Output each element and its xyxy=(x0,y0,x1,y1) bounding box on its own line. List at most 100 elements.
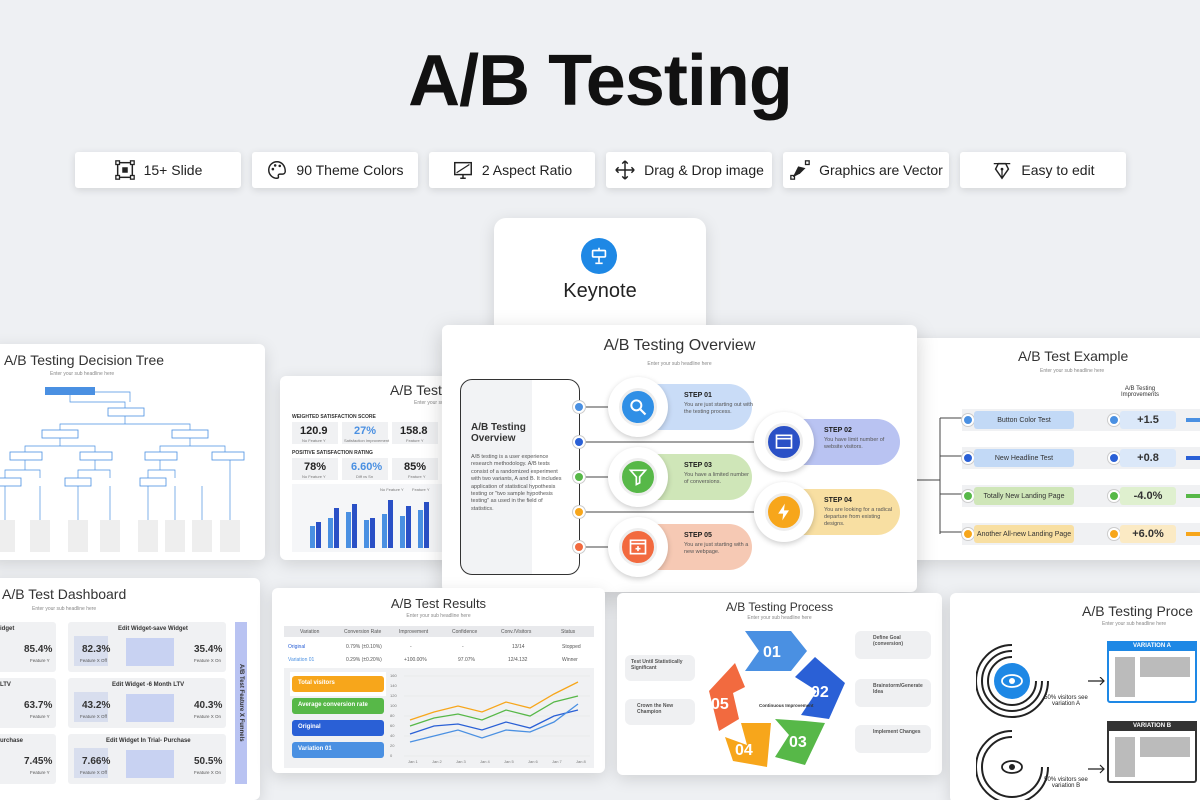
overview-card: A/B Testing Overview Enter your sub head… xyxy=(442,325,917,592)
kpi-label: Diff vs Sn xyxy=(356,474,374,479)
example-row-label: Totally New Landing Page xyxy=(974,487,1074,505)
dashboard-title: A/B Test Dashboard xyxy=(2,586,127,602)
tree-diagram xyxy=(0,387,245,552)
svg-text:02: 02 xyxy=(811,684,829,701)
feature-easy-edit: Easy to edit xyxy=(960,152,1126,188)
process2-subtitle: Enter your sub headline here xyxy=(1102,621,1167,627)
example-row-value: +6.0% xyxy=(1120,525,1176,543)
move-arrows-icon xyxy=(615,160,635,180)
example-row-value: -4.0% xyxy=(1120,487,1176,505)
ab-test-subtitle: Enter your su xyxy=(414,400,444,406)
label-variation: Variation 01 xyxy=(292,742,384,758)
svg-text:05: 05 xyxy=(711,696,729,713)
section-weighted: WEIGHTED SATISFACTION SCORE xyxy=(292,414,376,420)
process2-title: A/B Testing Proce xyxy=(1082,603,1194,619)
svg-text:03: 03 xyxy=(789,734,807,751)
eye-target-icon xyxy=(976,644,1049,800)
svg-text:01: 01 xyxy=(763,644,781,661)
svg-text:Jan 7: Jan 7 xyxy=(552,759,563,764)
process-title: A/B Testing Process xyxy=(725,600,834,614)
page-title: A/B Testing xyxy=(408,41,793,121)
kpi-label: Feature Y xyxy=(408,474,426,479)
monitor-icon xyxy=(453,161,472,179)
keynote-label: Keynote xyxy=(563,280,637,302)
tree-title: A/B Testing Decision Tree xyxy=(4,352,165,368)
lightning-icon xyxy=(765,493,803,531)
improvements-header: A/B Testing Improvements xyxy=(1120,386,1159,398)
webpage-add-icon xyxy=(619,528,657,566)
results-subtitle: Enter your sub headline here xyxy=(406,613,471,619)
kpi-value: 120.9 xyxy=(300,425,328,437)
feature-vector: Graphics are Vector xyxy=(783,152,949,188)
keynote-card: Keynote xyxy=(494,218,706,338)
label-total-visitors: Total visitors xyxy=(292,676,384,692)
dashboard-subtitle: Enter your sub headline here xyxy=(32,606,97,612)
overview-subtitle: Enter your sub headline here xyxy=(647,361,712,367)
kpi-label: Feature Y xyxy=(406,438,424,443)
svg-text:Jan 1: Jan 1 xyxy=(408,759,419,764)
example-row-label: Another All-new Landing Page xyxy=(974,525,1074,543)
svg-text:Jan 2: Jan 2 xyxy=(432,759,443,764)
svg-text:140: 140 xyxy=(390,683,397,688)
example-row-value: +0.8 xyxy=(1120,449,1176,467)
magnifier-icon xyxy=(619,388,657,426)
example-card: A/B Test Example Enter your sub headline… xyxy=(900,338,1200,560)
dashboard-side-label: A/B Test Feature X Funnels xyxy=(238,664,244,742)
pen-nib-icon xyxy=(994,162,1011,180)
kpi-value: 78% xyxy=(304,461,327,473)
svg-text:120: 120 xyxy=(390,693,397,698)
legend-item: No Feature Y xyxy=(380,487,404,492)
svg-text:Jan 8: Jan 8 xyxy=(576,759,587,764)
frame-select-icon xyxy=(114,160,135,180)
ab-test-title: A/B Test xyxy=(390,382,442,398)
feature-drag-drop: Drag & Drop image xyxy=(606,152,772,188)
kpi-value: 6.60% xyxy=(351,461,383,473)
section-positive: POSITIVE SATISFACTION RATING xyxy=(292,450,373,456)
process-card: A/B Testing Process Enter your sub headl… xyxy=(617,593,942,775)
kpi-label: No Feature Y xyxy=(302,438,326,443)
svg-text:04: 04 xyxy=(735,742,753,759)
tree-subtitle: Enter your sub headline here xyxy=(50,371,115,377)
label-avg-conversion: Average conversion rate xyxy=(292,698,384,714)
svg-text:20: 20 xyxy=(390,743,395,748)
example-row-label: Button Color Test xyxy=(974,411,1074,429)
kpi-value: 85% xyxy=(404,461,427,473)
svg-text:160: 160 xyxy=(390,673,397,678)
svg-text:0: 0 xyxy=(390,753,393,758)
overview-title: A/B Testing Overview xyxy=(603,337,756,354)
overview-panel: A/B Testing Overview A/B testing is a us… xyxy=(460,379,580,575)
process-subtitle: Enter your sub headline here xyxy=(747,615,812,621)
label-original: Original xyxy=(292,720,384,736)
svg-text:Jan 5: Jan 5 xyxy=(504,759,515,764)
funnel-icon xyxy=(619,458,657,496)
kpi-value: 158.8 xyxy=(400,425,428,437)
svg-text:Jan 6: Jan 6 xyxy=(528,759,539,764)
palette-icon xyxy=(268,161,287,179)
legend-item: Feature Y xyxy=(412,487,430,492)
vector-pen-icon xyxy=(790,160,810,180)
kpi-value: 27% xyxy=(354,425,377,437)
example-row-label: New Headline Test xyxy=(974,449,1074,467)
feature-slides: 15+ Slide xyxy=(75,152,241,188)
results-card: A/B Test Results Enter your sub headline… xyxy=(272,588,605,773)
kpi-label: Satisfaction Improvement xyxy=(344,438,390,443)
kpi-label: No Feature Y xyxy=(302,474,326,479)
feature-theme-colors: 90 Theme Colors xyxy=(252,152,418,188)
svg-text:Jan 4: Jan 4 xyxy=(480,759,491,764)
decision-tree-card: A/B Testing Decision Tree Enter your sub… xyxy=(0,344,265,560)
example-subtitle: Enter your sub headline here xyxy=(1040,368,1105,374)
svg-text:Continuous Improvement: Continuous Improvement xyxy=(759,703,814,708)
browser-icon xyxy=(765,423,803,461)
feature-aspect-ratio: 2 Aspect Ratio xyxy=(429,152,595,188)
process2-card: A/B Testing Proce Enter your sub headlin… xyxy=(950,593,1200,800)
svg-text:100: 100 xyxy=(390,703,397,708)
svg-text:40: 40 xyxy=(390,733,395,738)
svg-text:Jan 3: Jan 3 xyxy=(456,759,467,764)
dashboard-card: A/B Test Dashboard Enter your sub headli… xyxy=(0,578,260,800)
svg-text:80: 80 xyxy=(390,713,395,718)
process-cycle: 01 02 03 04 05 Continuous Improvement xyxy=(709,631,845,767)
example-row-value: +1.5 xyxy=(1120,411,1176,429)
example-title: A/B Test Example xyxy=(1018,348,1129,364)
bar-chart xyxy=(310,500,429,548)
